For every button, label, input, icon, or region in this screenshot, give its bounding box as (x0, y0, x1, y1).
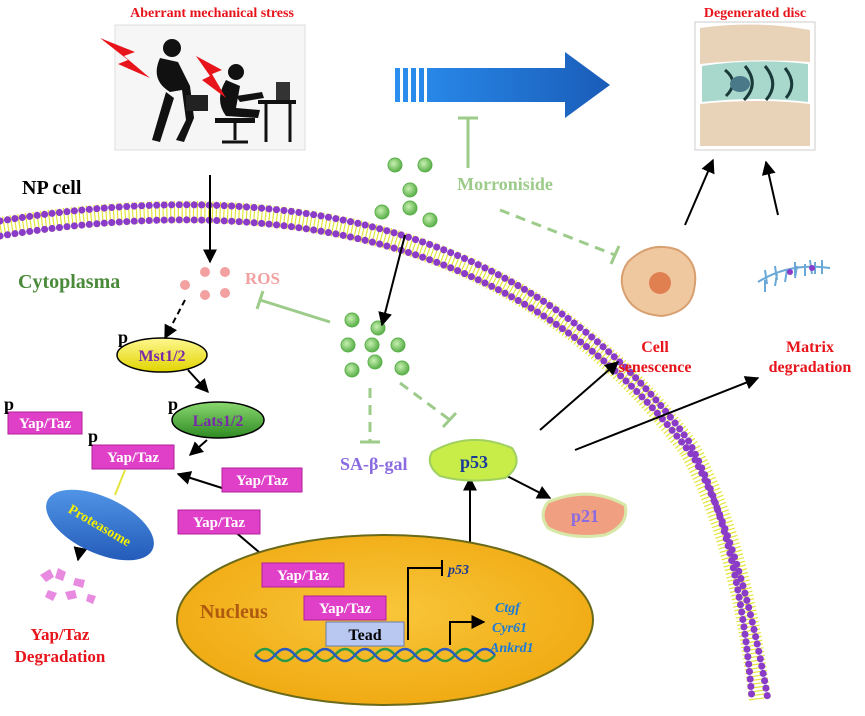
mst-kinase: Mst1/2 p (116, 327, 208, 373)
gene-ankrd1: Ankrd1 (489, 641, 534, 656)
svg-text:p: p (4, 394, 14, 414)
svg-text:Tead: Tead (348, 627, 381, 644)
pathway-arrows (73, 158, 779, 571)
svg-text:Mst1/2: Mst1/2 (138, 348, 185, 365)
gene-cyr61: Cyr61 (492, 621, 527, 636)
ros-label: ROS (245, 269, 280, 288)
cell-senescence-label: Cell (641, 339, 669, 356)
degeneration-progress-arrow (395, 52, 610, 118)
ros-particles (180, 267, 230, 300)
svg-text:Yap/Taz: Yap/Taz (193, 515, 245, 531)
sa-beta-gal-label: SA-β-gal (340, 454, 407, 474)
svg-text:Yap/Taz: Yap/Taz (19, 416, 71, 432)
proteasome: Proteasome (46, 469, 154, 561)
yap-taz-nuclear: Yap/Taz (261, 562, 345, 588)
transcription-marks (407, 560, 486, 645)
cytoplasma-label: Cytoplasma (18, 271, 120, 293)
svg-text:p: p (168, 394, 178, 414)
yap-taz-bound: Yap/Taz (303, 595, 387, 621)
matrix-degradation-label-2: degradation (769, 359, 852, 376)
svg-text:p: p (88, 426, 98, 446)
lightning-icon (100, 38, 150, 78)
svg-text:Lats1/2: Lats1/2 (193, 413, 244, 430)
lats-kinase: Lats1/2 p (168, 394, 265, 439)
gene-ctgf: Ctgf (495, 601, 521, 616)
p21-protein: p21 (541, 492, 628, 538)
degradation-label: Yap/Taz (31, 625, 90, 644)
np-cell-label: NP cell (22, 177, 82, 199)
svg-text:Yap/Taz: Yap/Taz (277, 568, 329, 584)
tead: Tead (325, 621, 405, 647)
degenerated-disc-image (694, 21, 816, 151)
dna-helix (254, 647, 496, 663)
morroniside-inhibition-lines (255, 116, 621, 444)
svg-text:p53: p53 (460, 452, 488, 472)
svg-text:Yap/Taz: Yap/Taz (319, 601, 371, 617)
yap-taz-phospho-1: Yap/Taz p (4, 394, 83, 435)
svg-text:Yap/Taz: Yap/Taz (236, 473, 288, 489)
svg-text:Nucleus: Nucleus (200, 601, 268, 623)
svg-text:p: p (118, 327, 128, 347)
degraded-fragments (40, 568, 96, 604)
disc-title: Degenerated disc (704, 6, 806, 21)
senescent-cell-icon (620, 246, 697, 318)
p53-protein: p53 (428, 439, 518, 482)
cell-membrane (0, 200, 772, 704)
svg-text:Yap/Taz: Yap/Taz (107, 450, 159, 466)
morroniside-vesicles (340, 157, 438, 378)
yap-taz-translocating: Yap/Taz (177, 509, 261, 535)
gene-p53: p53 (447, 563, 469, 578)
yap-taz-phospho-2: Yap/Taz p (88, 426, 175, 470)
degradation-label-2: Degradation (15, 647, 106, 666)
morroniside-label: Morroniside (457, 174, 553, 194)
lightning-icon (196, 56, 226, 98)
cell-senescence-label-2: senescence (619, 359, 692, 376)
matrix-fiber-icon (757, 259, 831, 292)
svg-text:p21: p21 (571, 506, 599, 526)
matrix-degradation-label: Matrix (786, 339, 834, 356)
stress-title: Aberrant mechanical stress (130, 6, 294, 21)
mechanical-stress-illustration (100, 24, 306, 151)
yap-taz-cytoplasmic: Yap/Taz (221, 467, 303, 493)
